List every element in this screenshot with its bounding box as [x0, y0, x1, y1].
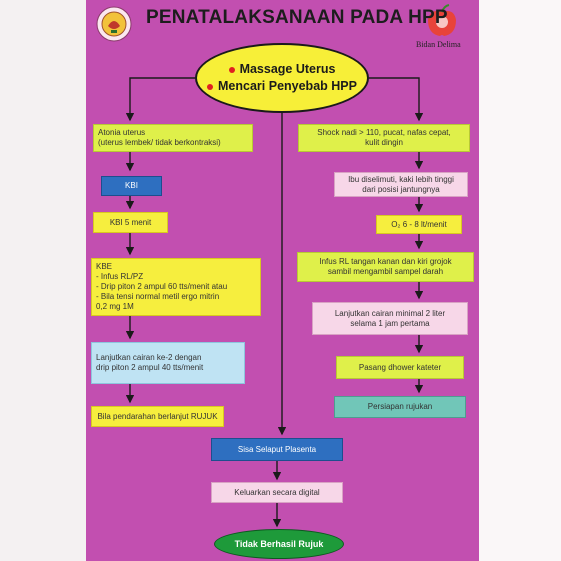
seal-logo [96, 6, 132, 42]
start-oval: Massage Uterus Mencari Penyebab HPP [195, 43, 369, 113]
box-rujuk: Bila pendarahan berlanjut RUJUK [91, 406, 224, 427]
box-kateter: Pasang dhower kateter [336, 356, 464, 379]
flow-connectors [125, 77, 424, 528]
box-shock: Shock nadi > 110, pucat, nafas cepat, ku… [298, 124, 470, 152]
box-lanjutkan-cairan: Lanjutkan cairan ke-2 dengan drip piton … [91, 342, 245, 384]
box-kbe: KBE - Infus RL/PZ - Drip piton 2 ampul 6… [91, 258, 261, 316]
box-kbi: KBI [101, 176, 162, 196]
flowchart-poster: PENATALAKSANAAN PADA HPP Bidan Delima Ma… [86, 0, 479, 561]
page-title: PENATALAKSANAAN PADA HPP [146, 7, 448, 28]
brand-label: Bidan Delima [416, 40, 461, 49]
box-oksigen: O₂ 6 - 8 lt/menit [376, 215, 462, 234]
box-persiapan: Persiapan rujukan [334, 396, 466, 418]
arrow-start-left [125, 77, 195, 122]
start-line-1: Massage Uterus [239, 62, 336, 76]
bullet-icon [207, 83, 214, 90]
box-kbi-time: KBI 5 menit [93, 212, 168, 233]
box-atonia: Atonia uterus (uterus lembek/ tidak berk… [93, 124, 253, 152]
box-sisa-plasenta: Sisa Selaput Plasenta [211, 438, 343, 461]
arrow-start-right [369, 77, 424, 122]
box-selimut: Ibu diselimuti, kaki lebih tinggi dari p… [334, 172, 468, 197]
end-oval: Tidak Berhasil Rujuk [214, 529, 344, 559]
apple-logo [428, 4, 456, 36]
box-lanjutkan-minimal: Lanjutkan cairan minimal 2 liter selama … [312, 302, 468, 335]
box-infus: Infus RL tangan kanan dan kiri grojok sa… [297, 252, 474, 282]
bullet-icon [228, 66, 235, 73]
start-line-2: Mencari Penyebab HPP [218, 79, 357, 93]
box-keluarkan: Keluarkan secara digital [211, 482, 343, 503]
page-margin [478, 0, 561, 561]
